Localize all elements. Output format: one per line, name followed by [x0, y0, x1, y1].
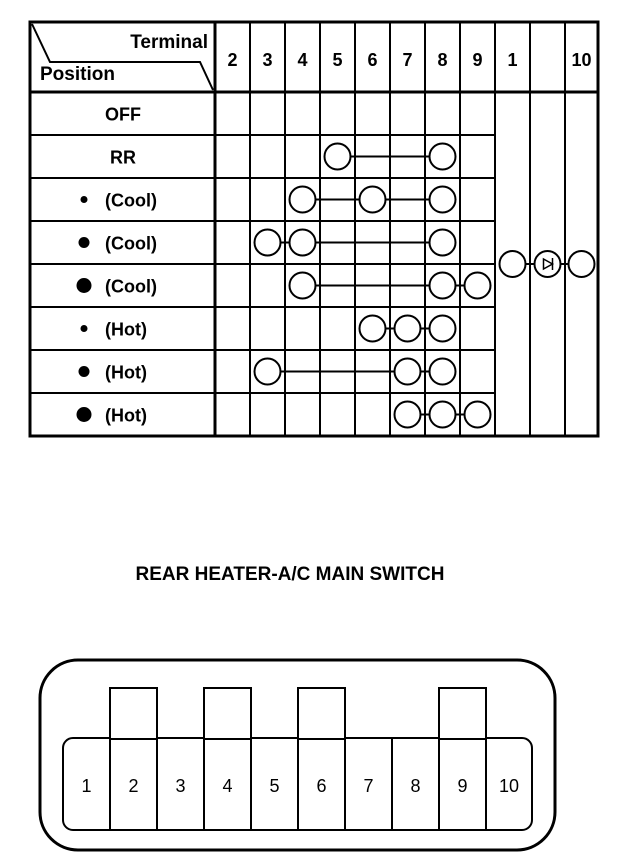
terminal-circle-9: [463, 271, 492, 300]
table-grid: [28, 20, 600, 438]
pin-label-5: 5: [269, 776, 279, 796]
terminal-circle-8: [428, 142, 457, 171]
terminal-circle-3: [253, 357, 282, 386]
terminal-header-9: 9: [472, 50, 482, 70]
continuity-table: Terminal Position 2 3 4 5 6 7 8 9 1 10 OFF RR (Cool…: [28, 20, 600, 438]
pin-label-10: 10: [499, 776, 519, 796]
terminal-column-headers: 2 3 4 5 6 7 8 9 1 10: [227, 50, 591, 70]
pin-label-9: 9: [457, 776, 467, 796]
terminal-circle-7: [393, 357, 422, 386]
terminal-circle-4: [288, 185, 317, 214]
position-dot-large: [76, 407, 92, 422]
terminal-circle-1: [498, 250, 527, 278]
header-terminal-label: Terminal: [130, 32, 208, 53]
position-dot-medium: [78, 366, 90, 377]
position-label: (Cool): [105, 277, 157, 297]
pin-tab-4: [203, 687, 252, 740]
terminal-header-8: 8: [437, 50, 447, 70]
terminal-header-7: 7: [402, 50, 412, 70]
terminal-header-10: 10: [571, 50, 591, 70]
terminal-circle-3: [253, 228, 282, 257]
diagram-title: REAR HEATER-A/C MAIN SWITCH: [136, 564, 445, 585]
pin-label-3: 3: [175, 776, 185, 796]
position-dot-small: [80, 196, 88, 203]
position-dot-large: [76, 278, 92, 293]
terminal-header-4: 4: [297, 50, 307, 70]
pin-tab-2: [109, 687, 158, 740]
terminal-circle-8: [428, 271, 457, 300]
pin-label-7: 7: [363, 776, 373, 796]
terminal-circle-8: [428, 228, 457, 257]
pin-label-8: 8: [410, 776, 420, 796]
position-label: RR: [110, 148, 136, 168]
terminal-circle-8: [428, 314, 457, 343]
terminal-circle-6: [358, 185, 387, 214]
terminal-circle-8: [428, 357, 457, 386]
terminal-circle-4: [288, 228, 317, 257]
table-border: [28, 20, 600, 438]
terminal-circle-5: [323, 142, 352, 171]
pin-label-1: 1: [81, 776, 91, 796]
header-diagonal: [31, 23, 214, 91]
connector-pins: 1 2 3 4 5 6 7 8 9 10: [62, 687, 533, 831]
pin-tab-9: [438, 687, 487, 740]
position-label: (Cool): [105, 191, 157, 211]
terminal-circle-8: [428, 400, 457, 429]
continuity-connections: [253, 142, 596, 429]
terminal-circle-7: [393, 400, 422, 429]
position-row-labels: OFF RR (Cool) (Cool) (Cool) (Hot) (Hot) (Hot): [76, 105, 157, 426]
terminal-header-3: 3: [262, 50, 272, 70]
pin-tab-6: [297, 687, 346, 740]
terminal-circle-7: [393, 314, 422, 343]
position-label: (Hot): [105, 363, 147, 383]
terminal-header-5: 5: [332, 50, 342, 70]
terminal-circle-9: [463, 400, 492, 429]
position-label: (Cool): [105, 234, 157, 254]
position-label: (Hot): [105, 320, 147, 340]
pin-label-6: 6: [316, 776, 326, 796]
terminal-circle-4: [288, 271, 317, 300]
pin-label-4: 4: [222, 776, 232, 796]
diode-icon: [542, 257, 555, 271]
header-position-label: Position: [40, 64, 115, 85]
terminal-header-6: 6: [367, 50, 377, 70]
terminal-header-1: 1: [507, 50, 517, 70]
terminal-header-2: 2: [227, 50, 237, 70]
terminal-circle-10: [567, 250, 596, 278]
position-dot-small: [80, 325, 88, 332]
position-label: (Hot): [105, 406, 147, 426]
position-label: OFF: [105, 105, 141, 125]
terminal-circle-8: [428, 185, 457, 214]
position-dot-medium: [78, 237, 90, 248]
pin-label-2: 2: [128, 776, 138, 796]
terminal-circle-6: [358, 314, 387, 343]
connector-face: 1 2 3 4 5 6 7 8 9 10: [38, 658, 557, 852]
